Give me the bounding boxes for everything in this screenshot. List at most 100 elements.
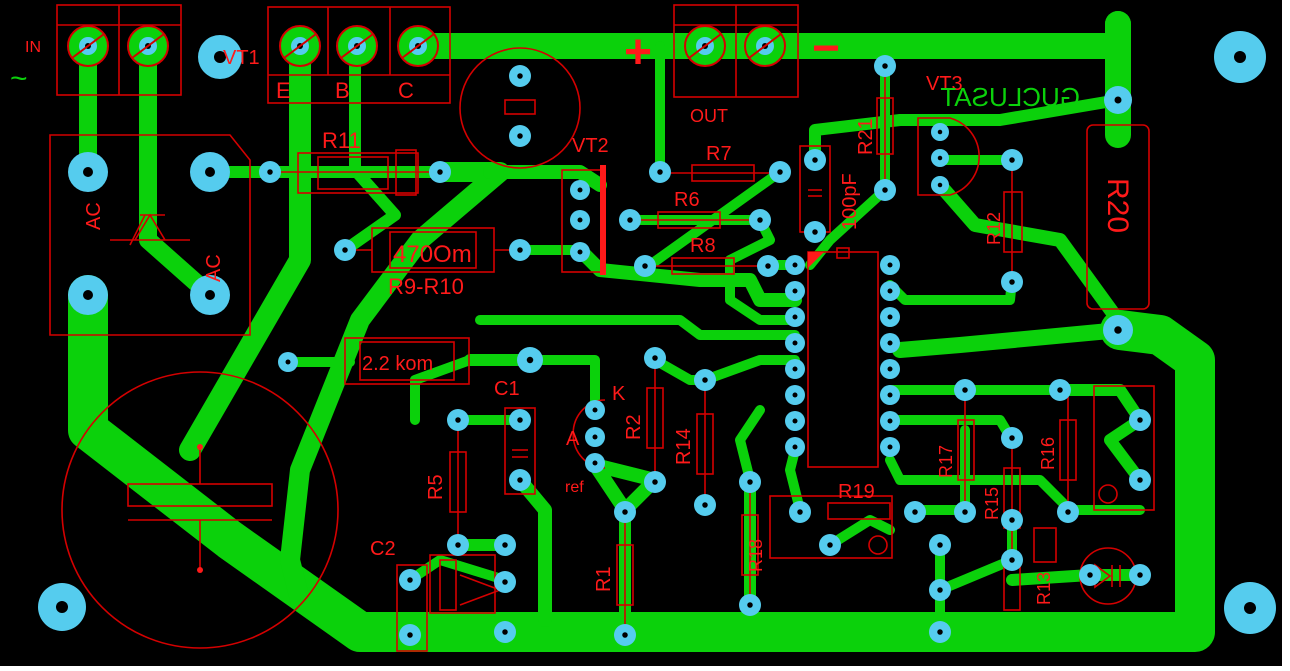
terminal-slot xyxy=(748,33,782,59)
pad-hole xyxy=(1114,96,1122,104)
label-r19: R19 xyxy=(838,481,875,503)
label-minus: − xyxy=(812,22,840,75)
pad-hole xyxy=(407,632,413,638)
pad-hole xyxy=(887,262,893,268)
pad-hole xyxy=(1137,572,1143,578)
r12-body xyxy=(1003,191,1023,253)
pad-hole xyxy=(83,167,93,177)
pad-hole xyxy=(622,632,628,638)
c2-body xyxy=(396,564,428,652)
trace-ic-r14 xyxy=(700,355,800,385)
label-r11: R11 xyxy=(322,128,361,153)
trace-vt1-emitter xyxy=(179,35,311,461)
pad-hole xyxy=(517,247,523,253)
label-r6: R6 xyxy=(674,189,700,211)
pad-hole xyxy=(962,387,968,393)
label-r18: R18 xyxy=(746,539,766,572)
pad-hole xyxy=(827,542,833,548)
trace-c1-zener xyxy=(515,355,600,415)
trace-c1-down xyxy=(513,473,552,627)
pad-hole xyxy=(577,249,583,255)
pad-hole xyxy=(437,169,443,175)
label-out: OUT xyxy=(690,106,728,126)
pad-hole xyxy=(267,169,273,175)
pad-hole xyxy=(502,579,508,585)
pad-hole xyxy=(517,73,523,79)
label-e: E xyxy=(276,78,291,103)
pot-right-body xyxy=(1093,385,1155,511)
label-c: C xyxy=(398,78,414,103)
pad-hole xyxy=(1137,417,1143,423)
pad-hole xyxy=(937,629,943,635)
pad-hole xyxy=(812,229,818,235)
trace-vt3-out xyxy=(933,178,1125,327)
label-b: B xyxy=(335,78,350,103)
pad-hole xyxy=(757,217,763,223)
label-r21: R21 xyxy=(855,118,877,155)
terminal-slot xyxy=(283,33,317,59)
label-ac-right: AC xyxy=(203,254,225,282)
r11-body xyxy=(297,152,419,194)
label-k: K xyxy=(612,383,626,405)
pad-hole xyxy=(205,167,215,177)
pad-hole xyxy=(792,392,798,398)
pad-hole xyxy=(592,407,598,413)
pad-hole xyxy=(747,479,753,485)
pad-hole xyxy=(937,155,943,161)
pad-hole xyxy=(517,477,523,483)
pad-hole xyxy=(1009,557,1015,563)
label-r20: R20 xyxy=(1101,178,1134,233)
pad-hole xyxy=(882,187,888,193)
label-plus: + xyxy=(624,26,652,79)
label-r8: R8 xyxy=(690,235,716,257)
pad-hole xyxy=(887,340,893,346)
pad-hole xyxy=(1009,279,1015,285)
trace-r19-pot xyxy=(825,515,895,550)
pad-hole xyxy=(622,509,628,515)
pad-hole xyxy=(577,217,583,223)
r-2k2-body xyxy=(344,337,470,385)
pad-hole xyxy=(792,314,798,320)
label-r16: R16 xyxy=(1038,437,1058,470)
pad-hole xyxy=(592,460,598,466)
pad-hole xyxy=(702,502,708,508)
pad-hole xyxy=(342,247,348,253)
pad-hole xyxy=(887,444,893,450)
terminal-slot xyxy=(340,33,374,59)
pad-hole xyxy=(887,418,893,424)
label-vt1: VT1 xyxy=(223,47,260,69)
label-r7: R7 xyxy=(706,143,732,165)
pad-hole xyxy=(792,288,798,294)
pad-hole xyxy=(937,129,943,135)
label-c2: C2 xyxy=(370,538,396,560)
c1-body xyxy=(504,407,536,495)
label-r9r10: R9-R10 xyxy=(388,274,464,299)
pad-hole xyxy=(502,629,508,635)
pad-hole xyxy=(502,542,508,548)
pad-hole xyxy=(777,169,783,175)
pad-hole xyxy=(792,366,798,372)
pad-hole xyxy=(285,359,291,365)
pad-hole xyxy=(455,542,461,548)
trace-r7-r8 xyxy=(645,167,785,270)
silkscreen-layer xyxy=(49,4,1155,652)
label-r1: R1 xyxy=(593,566,615,592)
label-a: A xyxy=(566,428,580,450)
pad-hole xyxy=(205,290,215,300)
terminal-slot xyxy=(71,33,105,59)
pad-hole xyxy=(887,392,893,398)
pad-hole xyxy=(797,509,803,515)
label-tilde: ~ xyxy=(10,62,28,95)
vt1-outline xyxy=(267,6,451,104)
pad-hole xyxy=(592,434,598,440)
pad-hole xyxy=(1057,387,1063,393)
pad-hole xyxy=(937,587,943,593)
pad-hole xyxy=(887,314,893,320)
label-r13: R13 xyxy=(1034,572,1054,605)
pad-hole xyxy=(407,577,413,583)
pad-hole xyxy=(1065,509,1071,515)
pad-hole xyxy=(792,418,798,424)
pad-hole xyxy=(1114,326,1122,334)
label-cap-100pf: 100pF xyxy=(839,173,861,230)
label-r15: R15 xyxy=(982,487,1002,520)
